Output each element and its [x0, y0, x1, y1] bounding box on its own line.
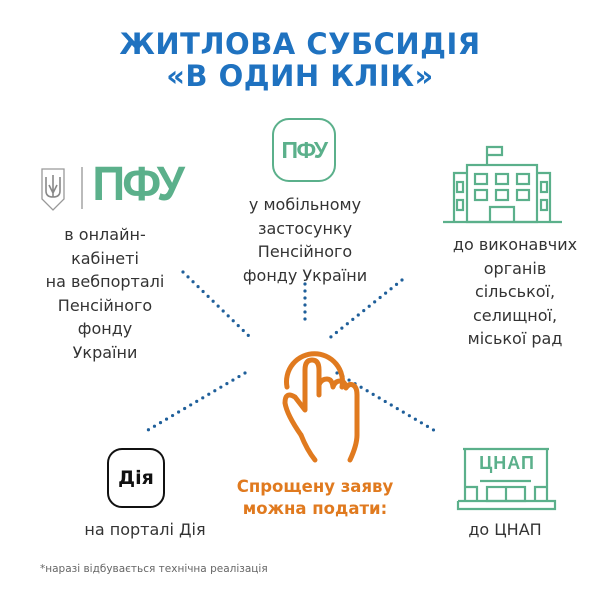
text-line: Пенсійного [257, 242, 353, 261]
text-line: органів [483, 258, 547, 278]
center-caption-line-2: можна подати: [242, 499, 388, 518]
title-line-1: ЖИТЛОВА СУБСИДІЯ [119, 27, 481, 61]
center-caption-line-1: Спрощену заяву [236, 477, 394, 496]
pfu-web-logo: ПФУ [40, 158, 185, 215]
text-line: застосунку [257, 218, 353, 238]
text-line: фонду України [242, 265, 368, 285]
text-line: кабінеті [71, 248, 139, 268]
channel-cnap-text: до ЦНАП [468, 520, 542, 539]
text-line: на вебпорталі [45, 272, 165, 291]
cnap-logo-text: ЦНАП [479, 453, 535, 473]
title-line-2: «В ОДИН КЛІК» [166, 59, 434, 93]
text-line: України [72, 342, 138, 362]
pfu-app-logo-text: ПФУ [281, 136, 328, 163]
text-line: фонду [77, 319, 133, 338]
connector-web-portal [181, 270, 255, 342]
text-line: сільської, [474, 282, 556, 301]
text-line: селищної, [472, 305, 558, 325]
connector-cnap [335, 371, 439, 434]
channel-web-portal-text: в онлайн- кабінеті на вебпорталі Пенсійн… [20, 223, 190, 364]
cnap-building-outline [456, 447, 557, 511]
center-caption: Спрощену заяву можна подати: [200, 476, 430, 520]
text-line: Пенсійного [57, 295, 153, 315]
connector-local-councils [325, 278, 404, 342]
text-line: міської рад [467, 329, 563, 348]
trident-icon [41, 168, 65, 211]
text-line: до виконавчих [452, 235, 578, 254]
tap-hand-icon [282, 351, 360, 463]
connector-diia [146, 371, 247, 432]
channel-mobile-app-text: у мобільному застосунку Пенсійного фонду… [220, 193, 390, 287]
diia-logo-text: Дія [118, 467, 154, 489]
diia-app-icon: Дія [107, 448, 165, 508]
text-line: у мобільному [248, 195, 362, 214]
pfu-logo-text: ПФУ [92, 158, 185, 211]
text-line: в онлайн- [64, 225, 146, 244]
footnote: *наразі відбувається технічна реалізація [40, 563, 268, 575]
channel-local-councils-text: до виконавчих органів сільської, селищно… [425, 233, 600, 351]
cnap-building-icon: ЦНАП [455, 447, 559, 513]
government-building-icon [443, 145, 562, 224]
channel-diia-text: на порталі Дія [84, 520, 206, 539]
pfu-app-icon: ПФУ [272, 118, 336, 182]
